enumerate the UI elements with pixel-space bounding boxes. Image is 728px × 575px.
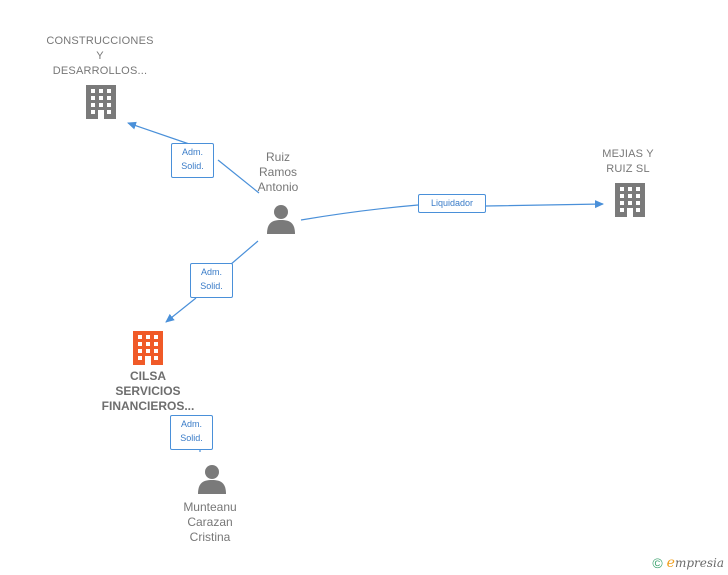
node-label-cilsa[interactable]: CILSA SERVICIOS FINANCIEROS...: [101, 369, 195, 413]
mejias-building-icon[interactable]: [615, 183, 645, 217]
cilsa-building-icon[interactable]: [133, 331, 163, 365]
brand-logo-initial: e: [666, 555, 675, 571]
ruiz-person-icon[interactable]: [267, 205, 295, 234]
edge-label-ruiz-construcciones[interactable]: Adm. Solid.: [171, 143, 214, 178]
brand-logo-text: mpresia: [674, 556, 724, 570]
node-label-ruiz[interactable]: Ruiz Ramos Antonio: [257, 150, 299, 194]
edge-label-munteanu-cilsa[interactable]: Adm. Solid.: [170, 415, 213, 450]
node-label-mejias[interactable]: MEJIAS Y RUIZ SL: [602, 148, 654, 175]
edge-ruiz-cilsa: [166, 240, 259, 322]
copyright-icon: ©: [652, 555, 663, 571]
node-label-construcciones[interactable]: CONSTRUCCIONES Y DESARROLLOS...: [46, 35, 154, 77]
edge-ruiz-construcciones: [128, 123, 260, 194]
construcciones-building-icon[interactable]: [86, 85, 116, 119]
edge-label-ruiz-cilsa[interactable]: Adm. Solid.: [190, 263, 233, 298]
edge-label-ruiz-mejias[interactable]: Liquidador: [418, 194, 486, 213]
munteanu-person-icon[interactable]: [198, 465, 226, 494]
edge-ruiz-mejias: [300, 204, 603, 221]
node-label-munteanu[interactable]: Munteanu Carazan Cristina: [183, 500, 237, 544]
